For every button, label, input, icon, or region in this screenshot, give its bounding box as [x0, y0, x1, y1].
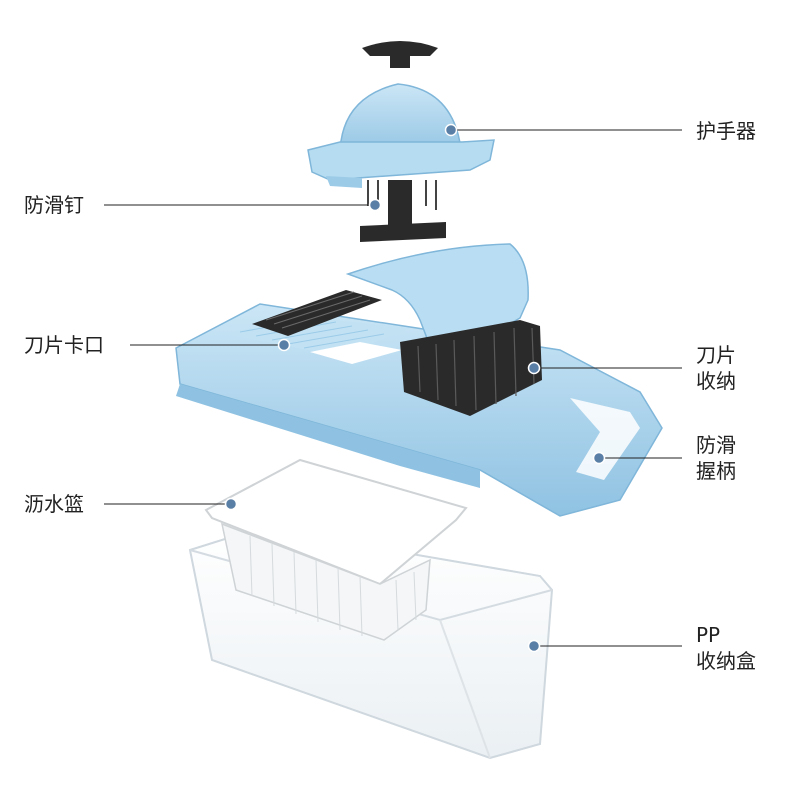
callout-dots [224, 123, 606, 653]
dot-blade-storage [527, 361, 541, 375]
drain-basket [204, 458, 468, 641]
label-anti-slip-handle-line2: 握柄 [696, 459, 736, 483]
label-blade-storage-line1: 刀片 [696, 343, 736, 367]
hand-guard [307, 41, 495, 242]
label-hand-guard: 护手器 [696, 119, 756, 143]
dot-anti-slip-handle [592, 451, 606, 465]
label-pp-box-line2: 收纳盒 [696, 649, 756, 673]
label-blade-storage-line2: 收纳 [696, 369, 736, 393]
dot-hand-guard [444, 123, 458, 137]
label-drain-basket: 沥水篮 [24, 492, 84, 516]
dot-anti-slip-nails [368, 198, 382, 212]
label-anti-slip-handle-line1: 防滑 [696, 433, 736, 457]
dot-pp-box [527, 639, 541, 653]
leader-lines [104, 129, 682, 647]
dot-blade-slot [277, 338, 291, 352]
label-blade-slot: 刀片卡口 [24, 333, 104, 357]
dot-drain-basket [224, 497, 238, 511]
label-anti-slip-nails: 防滑钉 [24, 193, 84, 217]
slicer-body [175, 243, 663, 517]
label-pp-box-line1: PP [696, 623, 721, 647]
